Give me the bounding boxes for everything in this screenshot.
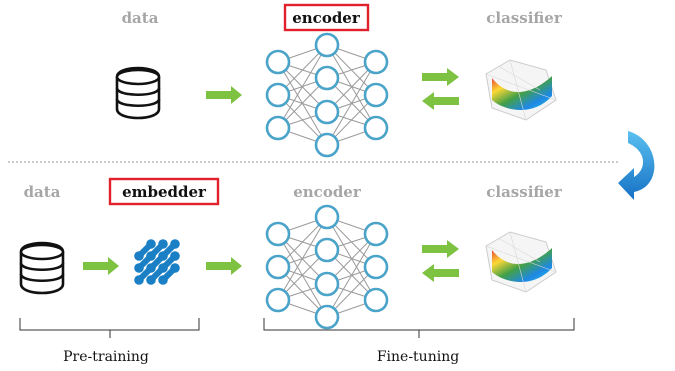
neuron-node <box>314 32 340 58</box>
neuron-node <box>314 204 340 230</box>
neuron-node <box>363 287 389 313</box>
finetuning-label: Fine-tuning <box>377 349 459 365</box>
neuron-node <box>265 115 291 141</box>
network-edge <box>277 44 328 129</box>
neuron-node <box>314 237 340 263</box>
embedder-dot <box>134 251 144 261</box>
embedder-dot <box>170 263 180 273</box>
neuron-node <box>314 65 340 91</box>
embedder-dot <box>170 239 180 249</box>
top-encoder-highlight-box <box>283 3 370 32</box>
embedder-highlight-box <box>108 177 220 206</box>
neuron-node <box>363 49 389 75</box>
embedder-dot <box>146 275 156 285</box>
embedder-icon <box>134 239 180 285</box>
neuron-node <box>265 221 291 247</box>
database-icon <box>115 66 161 120</box>
bottom-data-label: data <box>24 183 61 201</box>
neuron-node <box>363 254 389 280</box>
embedder-dot <box>146 263 156 273</box>
finetuning-bracket <box>263 318 575 331</box>
neuron-node <box>363 115 389 141</box>
top-data-label: data <box>122 9 159 27</box>
embedder-dot <box>146 251 156 261</box>
neuron-node <box>265 82 291 108</box>
pretraining-bracket <box>19 318 200 331</box>
network-edge <box>326 233 377 318</box>
arrow-right-icon <box>206 86 242 104</box>
neuron-node <box>314 304 340 330</box>
neuron-node <box>363 221 389 247</box>
classifier-surface-icon <box>485 59 557 121</box>
neuron-node <box>265 49 291 75</box>
network-edge <box>326 61 377 146</box>
classifier-surface-icon <box>485 231 557 293</box>
pretraining-label: Pre-training <box>63 349 149 365</box>
embedder-dot <box>146 239 156 249</box>
neuron-node <box>265 254 291 280</box>
arrow-right-icon <box>206 257 242 275</box>
top-encoder-label: encoder <box>292 9 361 27</box>
arrow-left-icon <box>422 264 459 282</box>
arrow-right-icon <box>422 240 459 258</box>
curved-arrow-icon <box>618 131 655 200</box>
embedder-dot <box>158 263 168 273</box>
arrow-right-icon <box>83 257 119 275</box>
bottom-embedder-label: embedder <box>122 183 207 201</box>
neuron-node <box>314 99 340 125</box>
network-edge <box>277 216 328 301</box>
embedder-dot <box>158 251 168 261</box>
database-icon <box>19 241 65 295</box>
embedder-dot <box>158 275 168 285</box>
neuron-node <box>314 132 340 158</box>
neural-network-icon <box>265 32 389 158</box>
arrow-right-icon <box>422 68 459 86</box>
arrow-left-icon <box>422 92 459 110</box>
neuron-node <box>314 271 340 297</box>
neural-network-icon <box>265 204 389 330</box>
embedder-dot <box>134 275 144 285</box>
neuron-node <box>363 82 389 108</box>
bottom-encoder-label: encoder <box>293 183 362 201</box>
embedder-dot <box>134 263 144 273</box>
embedder-dot <box>170 251 180 261</box>
neuron-node <box>265 287 291 313</box>
top-classifier-label: classifier <box>486 9 563 27</box>
embedder-dot <box>158 239 168 249</box>
bottom-classifier-label: classifier <box>486 183 563 201</box>
